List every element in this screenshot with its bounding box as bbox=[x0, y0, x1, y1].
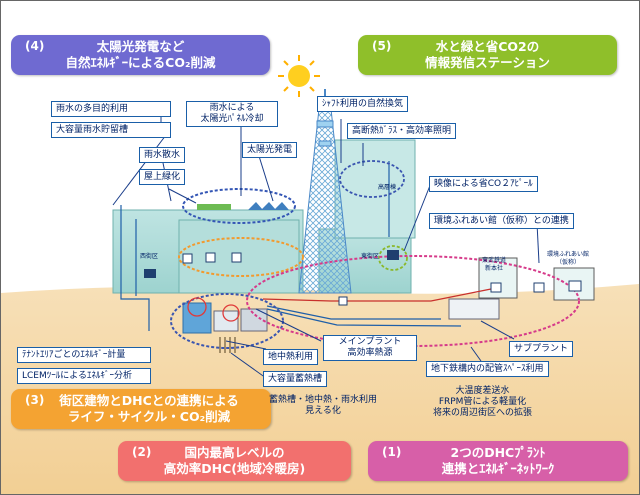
ground-heat-piles bbox=[219, 337, 236, 353]
env-hall-small-line1: 環境ふれあい館 bbox=[547, 251, 590, 258]
rain-solar-cooling-line2: 太陽光ﾊﾟﾈﾙ冷却 bbox=[200, 114, 264, 124]
solar-power-label: 太陽光発電 bbox=[242, 142, 298, 158]
panel-1-line2: 連携とｴﾈﾙｷﾞｰﾈｯﾄﾜｰｸ bbox=[441, 460, 555, 476]
equipment-icons bbox=[144, 250, 582, 306]
west-zone-text: 西街区 bbox=[140, 253, 159, 260]
tobu-station-text: 東武鉄道 新本社 bbox=[482, 257, 506, 273]
vent-ellipse bbox=[339, 160, 405, 198]
lcem-analysis-label: LCEMﾂｰﾙによるｴﾈﾙｷﾞｰ分析 bbox=[17, 368, 151, 384]
panel-5-line2: 情報発信ステーション bbox=[425, 54, 550, 70]
panel-1-number: (1) bbox=[382, 445, 402, 459]
rain-multi-use-label: 雨水の多目的利用 bbox=[51, 101, 171, 117]
panel-4-solar: (4) 太陽光発電など 自然ｴﾈﾙｷﾞｰによるCO₂削減 bbox=[11, 35, 270, 75]
panel-5-water-green: (5) 水と緑と省CO2の 情報発信ステーション bbox=[358, 35, 617, 75]
east-zone-text: 東街区 bbox=[361, 253, 380, 260]
panel-3-number: (3) bbox=[25, 393, 45, 407]
panel-2-number: (2) bbox=[132, 445, 152, 459]
panel-5-number: (5) bbox=[372, 39, 392, 53]
main-plant-label: メインプラント 高効率熱源 bbox=[323, 335, 417, 361]
temperature-diff-line2: FRPM管による軽量化 bbox=[438, 397, 527, 407]
rain-solar-cooling-line1: 雨水による bbox=[209, 103, 255, 113]
env-hall-small-text: 環境ふれあい館 （仮称） bbox=[547, 251, 589, 267]
underground-heat-label: 地中熱利用 bbox=[263, 349, 319, 365]
rooftop-green-label: 屋上緑化 bbox=[139, 169, 186, 185]
panel-4-number: (4) bbox=[25, 39, 45, 53]
screen-ellipse bbox=[378, 245, 408, 271]
panel-5-line1: 水と緑と省CO2の bbox=[435, 39, 540, 54]
tobu-station-line1: 東武鉄道 bbox=[482, 257, 507, 264]
rooftop-ellipse bbox=[182, 188, 296, 224]
main-plant-ellipse bbox=[170, 293, 284, 349]
video-co2-label: 映像による省CO２ｱﾋﾟｰﾙ bbox=[429, 176, 538, 192]
rain-storage-label: 大容量雨水貯留槽 bbox=[51, 122, 171, 138]
panel-2-line2: 高効率DHC(地域冷暖房) bbox=[163, 460, 306, 476]
tenant-metering-label: ﾃﾅﾝﾄｴﾘｱごとのｴﾈﾙｷﾞｰ計量 bbox=[17, 347, 151, 363]
glass-lighting-label: 高断熱ｶﾞﾗｽ・高効率照明 bbox=[347, 123, 457, 139]
panel-3-line1: 街区建物とDHCとの連携による bbox=[59, 393, 239, 408]
panel-4-line1: 太陽光発電など bbox=[96, 39, 185, 54]
tobu-station-line2: 新本社 bbox=[485, 265, 504, 272]
solar-panels bbox=[248, 202, 289, 210]
tenant-ellipse bbox=[178, 237, 304, 277]
panel-1-line1: 2つのDHCﾌﾟﾗﾝﾄ bbox=[450, 445, 546, 460]
main-plant-line2: 高効率熱源 bbox=[347, 348, 393, 358]
large-thermal-storage-label: 大容量蓄熱槽 bbox=[263, 371, 328, 387]
panel-3-line2: ライフ・サイクル・CO₂削減 bbox=[67, 408, 231, 424]
main-plant-line1: メインプラント bbox=[338, 337, 402, 347]
panel-4-line2: 自然ｴﾈﾙｷﾞｰによるCO₂削減 bbox=[65, 54, 216, 70]
visualization-line2: 見える化 bbox=[305, 406, 341, 416]
shaft-ventilation-label: ｼｬﾌﾄ利用の自然換気 bbox=[317, 96, 409, 112]
rain-spray-label: 雨水散水 bbox=[139, 147, 186, 163]
west-building bbox=[112, 209, 304, 294]
subway-piping-label: 地下鉄構内の配管ｽﾍﾟｰｽ利用 bbox=[426, 361, 549, 377]
temperature-diff-line1: 大温度差送水 bbox=[455, 386, 510, 396]
plant-highlights bbox=[187, 297, 240, 322]
panel-3-lifecycle: (3) 街区建物とDHCとの連携による ライフ・サイクル・CO₂削減 bbox=[11, 389, 271, 429]
rain-solar-cooling-label: 雨水による 太陽光ﾊﾟﾈﾙ冷却 bbox=[186, 101, 278, 127]
high-floor-text: 高層棟 bbox=[378, 184, 397, 191]
temperature-diff-line3: 将来の周辺街区への拡張 bbox=[433, 408, 533, 418]
sub-plant-label: サブプラント bbox=[509, 341, 574, 357]
env-hall-link-label: 環境ふれあい館（仮称）との連携 bbox=[429, 213, 574, 229]
temperature-diff-note: 大温度差送水 FRPM管による軽量化 将来の周辺街区への拡張 bbox=[433, 386, 532, 419]
visualization-note: 蓄熱槽・地中熱・雨水利用 見える化 bbox=[269, 395, 377, 417]
network-ellipse bbox=[246, 255, 580, 347]
sub-plant-equipment bbox=[448, 298, 500, 320]
sun-icon bbox=[278, 55, 320, 97]
visualization-line1: 蓄熱槽・地中熱・雨水利用 bbox=[269, 395, 378, 405]
energy-network-pipe bbox=[262, 288, 492, 302]
env-hall-small-line2: （仮称） bbox=[556, 259, 581, 266]
rooftop-green bbox=[197, 204, 231, 210]
panel-2-line1: 国内最高レベルの bbox=[184, 445, 285, 460]
panel-2-dhc: (2) 国内最高レベルの 高効率DHC(地域冷暖房) bbox=[118, 441, 351, 481]
panel-1-network: (1) 2つのDHCﾌﾟﾗﾝﾄ 連携とｴﾈﾙｷﾞｰﾈｯﾄﾜｰｸ bbox=[368, 441, 628, 481]
water-pipes bbox=[120, 161, 462, 331]
